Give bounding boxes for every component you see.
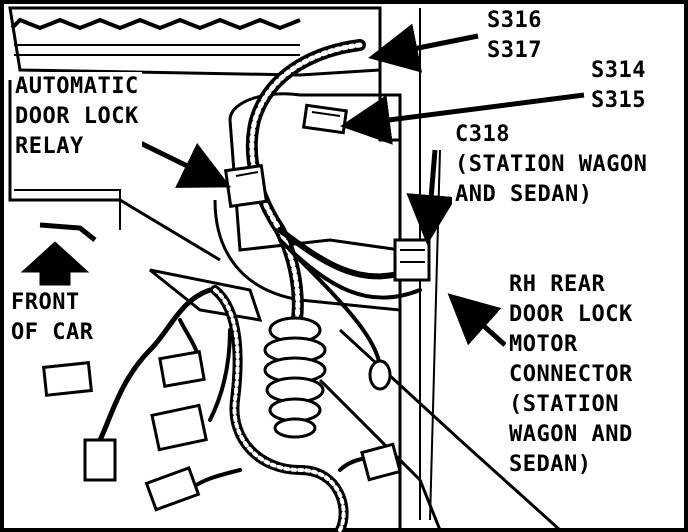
dash-panel bbox=[8, 6, 441, 530]
label-rh-rear-door-lock-motor-connector: RH REAR DOOR LOCK MOTOR CONNECTOR (STATI… bbox=[506, 270, 636, 480]
body-structure bbox=[39, 92, 562, 532]
label-front-of-car: FRONT OF CAR bbox=[8, 288, 97, 348]
grommet bbox=[263, 316, 327, 439]
wire-harness bbox=[97, 39, 422, 532]
harness-connectors bbox=[42, 350, 402, 512]
label-s316-s317: S316 S317 bbox=[484, 6, 545, 66]
label-s314-s315: S314 S315 bbox=[588, 56, 649, 116]
automatic-door-lock-relay bbox=[223, 163, 269, 209]
label-automatic-door-lock-relay: AUTOMATIC DOOR LOCK RELAY bbox=[12, 72, 142, 162]
leader-arrows bbox=[126, 23, 585, 347]
connector-s314 bbox=[301, 103, 349, 135]
label-c318: C318 (STATION WAGON AND SEDAN) bbox=[452, 120, 651, 210]
connector-c318 bbox=[393, 238, 431, 282]
front-of-car-arrow-icon bbox=[20, 241, 90, 286]
